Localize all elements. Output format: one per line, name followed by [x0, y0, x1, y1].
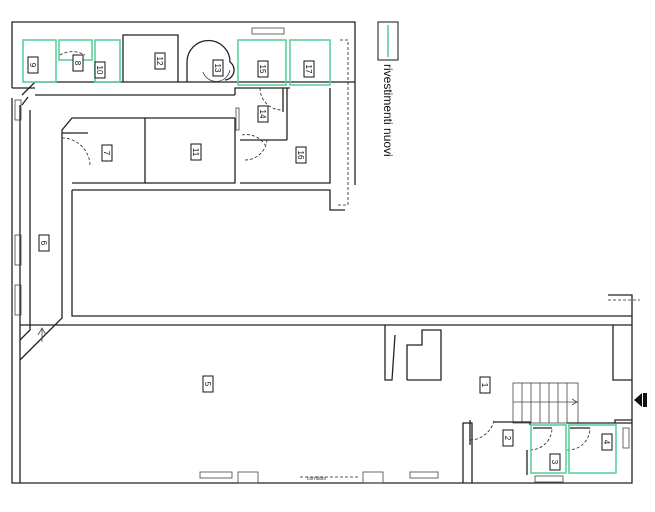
room-label-9: 9: [27, 56, 39, 74]
room-label-10: 10: [94, 61, 106, 79]
room-label-15: 15: [257, 60, 269, 78]
room-label-3: 3: [549, 453, 561, 471]
room-label-6: 6: [38, 234, 50, 252]
legend-label: rivestimenti nuovi: [381, 64, 395, 157]
room-label-13: 13: [212, 59, 224, 77]
svg-text:10: 10: [95, 66, 104, 75]
svg-text:8: 8: [73, 61, 82, 66]
svg-text:6: 6: [39, 241, 48, 246]
room-label-16: 16: [295, 146, 307, 164]
room-label-4: 4: [601, 433, 613, 451]
room-label-7: 7: [101, 144, 113, 162]
walls: [11, 21, 640, 484]
svg-text:15: 15: [258, 65, 267, 74]
svg-text:11: 11: [191, 148, 200, 157]
svg-text:14: 14: [258, 110, 267, 119]
svg-text:13: 13: [213, 64, 222, 73]
new-cladding-outlines: [22, 39, 617, 474]
svg-text:12: 12: [155, 57, 164, 66]
svg-text:3: 3: [550, 460, 559, 465]
room-label-14: 14: [257, 105, 269, 123]
room-label-1: 1: [479, 376, 491, 394]
svg-text:2: 2: [503, 436, 512, 441]
svg-text:1: 1: [480, 383, 489, 388]
svg-text:17: 17: [304, 65, 313, 74]
doors: [37, 51, 647, 451]
room-label-5: 5: [202, 375, 214, 393]
svg-text:16: 16: [296, 151, 305, 160]
room-label-2: 2: [502, 429, 514, 447]
bottom-note: corridoio: [307, 476, 326, 482]
entrance-arrow-icon: [634, 393, 642, 407]
legend: rivestimenti nuovi: [377, 21, 399, 157]
room-label-8: 8: [72, 54, 84, 72]
room-label-11: 11: [190, 143, 202, 161]
room-label-17: 17: [303, 60, 315, 78]
svg-text:7: 7: [102, 151, 111, 156]
room-label-12: 12: [154, 52, 166, 70]
svg-text:5: 5: [203, 382, 212, 387]
svg-text:9: 9: [28, 63, 37, 68]
staircase: [512, 382, 579, 424]
svg-text:4: 4: [602, 440, 611, 445]
